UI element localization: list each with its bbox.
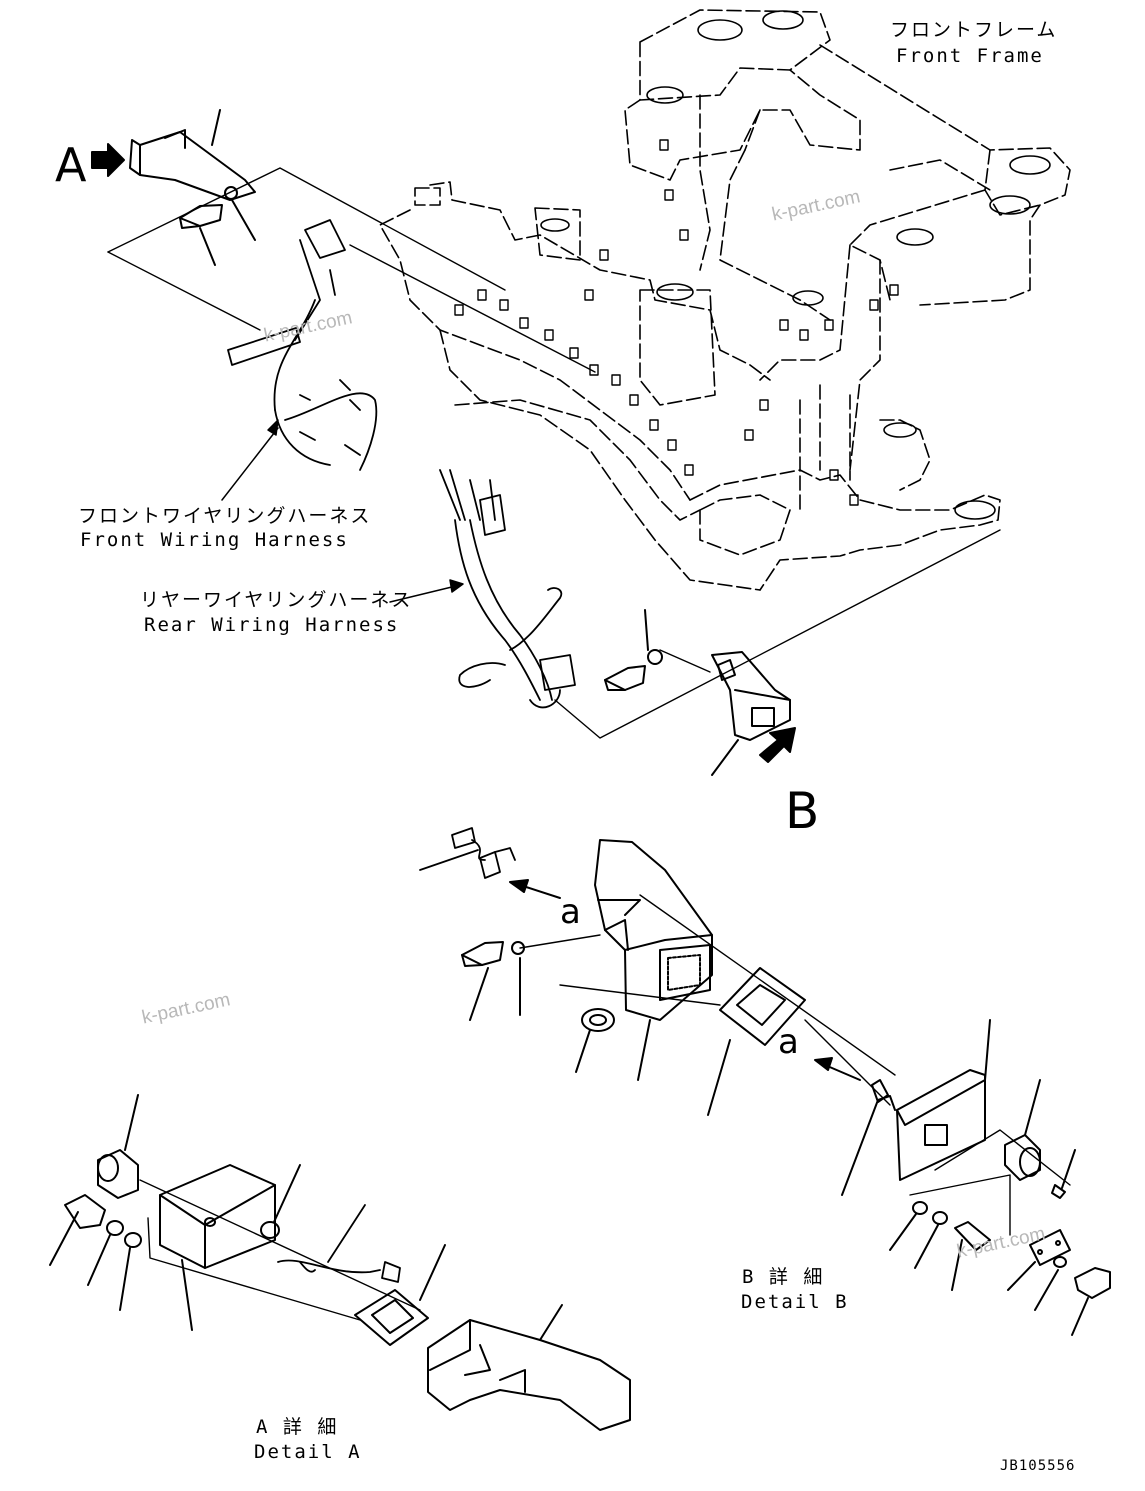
rear-wiring-harness: [439, 469, 576, 709]
detail-b-bracket: [594, 839, 713, 1081]
detail-a-washers: [87, 1220, 142, 1311]
detail-b-spacer: [951, 1221, 991, 1291]
front-frame-drawing: [379, 9, 1071, 591]
front-harness-label-jp: フロントワイヤリングハーネス: [78, 505, 372, 527]
assembly-lines-top: [107, 167, 596, 373]
detail-b-harness-connector: [419, 827, 516, 879]
rear-harness-label-en: Rear Wiring Harness: [144, 614, 400, 636]
arrow-b: [759, 727, 796, 763]
detail-a-bolt: [49, 1194, 106, 1266]
leader-rear-harness: [389, 579, 464, 603]
drawing-number: JB105556: [1000, 1458, 1076, 1474]
bolt-mid: [604, 609, 663, 691]
assembly-lines-mid: [554, 529, 1001, 739]
frame-bosses: [454, 139, 899, 506]
detail-a-harness: [277, 1204, 401, 1283]
arrow-a-top: [509, 879, 561, 899]
detail-b-label-jp: B 詳 細: [742, 1266, 825, 1288]
detail-a-label-jp: A 詳 細: [256, 1416, 339, 1438]
front-frame-label-en: Front Frame: [896, 45, 1044, 67]
arrow-a-bottom: [814, 1057, 861, 1081]
frame-holes: [540, 10, 1051, 520]
detail-b-lamp: [1004, 1079, 1041, 1181]
detail-b-bolt-small: [1071, 1267, 1111, 1336]
leader-front-harness: [221, 419, 279, 501]
front-frame-label-jp: フロントフレーム: [890, 19, 1058, 41]
detail-b-washers: [889, 1201, 948, 1269]
detail-a-grommet: [260, 1164, 301, 1239]
front-harness-label-en: Front Wiring Harness: [80, 529, 349, 551]
assembly-lines-detail-a: [139, 1179, 421, 1321]
detail-b-grommet: [575, 1008, 615, 1073]
detail-a-gasket: [354, 1244, 446, 1346]
detail-b-gasket: [707, 967, 806, 1116]
detail-a-label-en: Detail A: [254, 1441, 362, 1463]
detail-a-lamp: [97, 1094, 139, 1199]
detail-b-switch: [841, 1079, 896, 1196]
detail-b-bolt: [461, 934, 601, 1021]
detail-b-label-en: Detail B: [741, 1291, 849, 1313]
detail-b-bracket-mid: [711, 651, 791, 776]
direction-a-callout-bottom: a: [778, 1022, 799, 1062]
assembly-lines-detail-b: [559, 894, 1071, 1236]
detail-b-screw: [1051, 1149, 1076, 1199]
view-a-callout: A: [55, 138, 87, 192]
detail-a-bracket: [427, 1304, 631, 1431]
detail-b-cover: [896, 1019, 991, 1181]
direction-a-callout-top: a: [560, 892, 581, 932]
front-wiring-harness: [227, 219, 378, 471]
arrow-a: [91, 143, 125, 177]
view-b-callout: B: [785, 782, 820, 840]
detail-a-cover: [159, 1164, 276, 1331]
detail-b-plate: [1007, 1229, 1071, 1311]
rear-harness-label-jp: リヤーワイヤリングハーネス: [140, 589, 413, 611]
detail-a-bracket-top: [129, 109, 256, 201]
